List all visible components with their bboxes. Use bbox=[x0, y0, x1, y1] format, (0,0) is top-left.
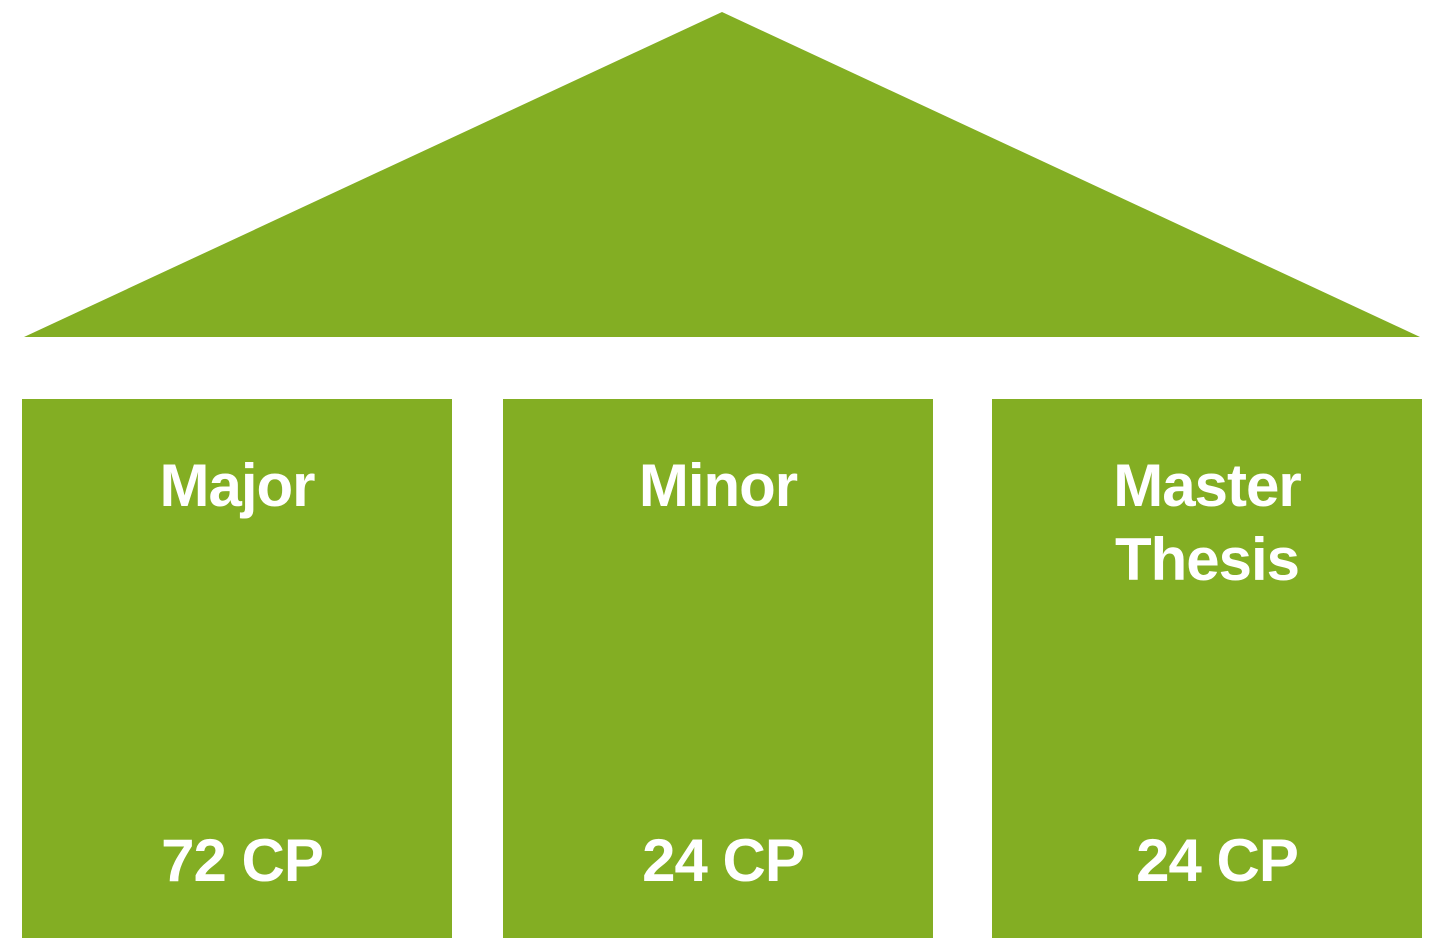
pillar-title: Master Thesis bbox=[1113, 452, 1301, 593]
roof-triangle bbox=[24, 12, 1420, 337]
pillar-title: Minor bbox=[638, 452, 798, 519]
roof-shape bbox=[24, 12, 1420, 337]
pillar-title: Major bbox=[159, 452, 315, 519]
pillar-minor: Minor 24 CP bbox=[503, 399, 933, 938]
pillar-credits: 24 CP bbox=[642, 827, 805, 894]
pillar-major: Major 72 CP bbox=[22, 399, 452, 938]
pillar-master-thesis: Master Thesis 24 CP bbox=[992, 399, 1422, 938]
pillar-credits: 24 CP bbox=[1136, 827, 1299, 894]
pillar-credits: 72 CP bbox=[161, 827, 324, 894]
